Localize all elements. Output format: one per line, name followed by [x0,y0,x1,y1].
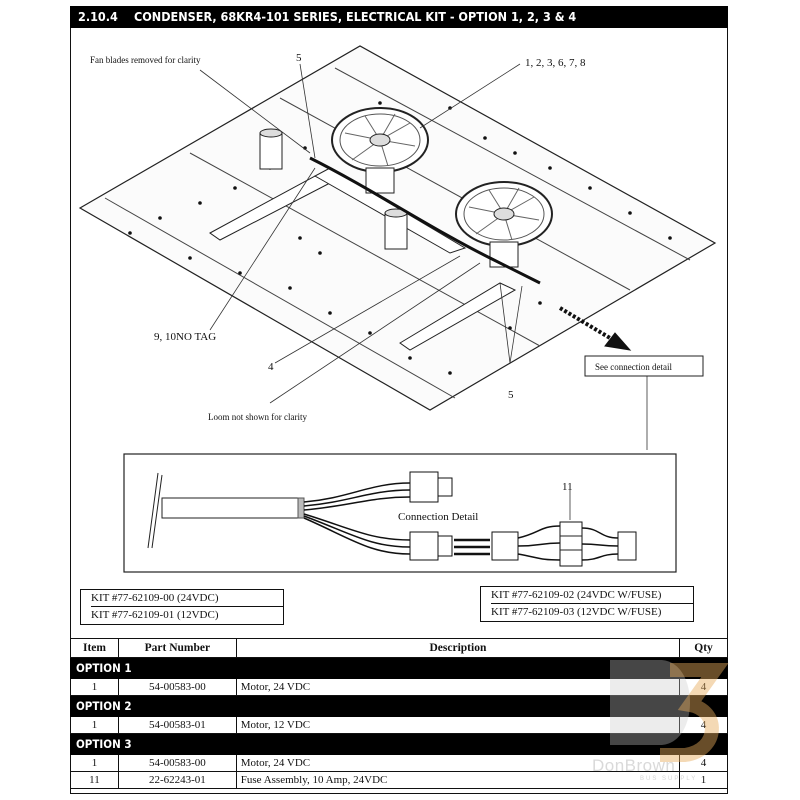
kit-12vdc-fuse: KIT #77-62109-03 (12VDC W/FUSE) [491,603,693,620]
fan-assembly-2 [455,181,553,268]
connector-wires [303,482,411,555]
section-title: CONDENSER, 68KR4-101 SERIES, ELECTRICAL … [134,9,577,24]
leader-lines [199,63,648,450]
exploded-diagram: Fan blades removed for clarity 5 1, 2, 3… [78,45,717,573]
callout-item-5-bottom: 5 [508,389,514,401]
cell-item: 1 [70,716,119,734]
col-header-qty: Qty [679,638,728,658]
cell-item: 1 [70,678,119,696]
see-connection-box [584,355,704,377]
table-row: 1 54-00583-01 Motor, 12 VDC 4 [70,716,728,734]
cell-qty: 4 [679,678,728,696]
cell-part-number: 54-00583-00 [117,678,237,696]
table-header-row: Item Part Number Description Qty [70,638,728,658]
option-header-row: OPTION 1 [70,657,728,679]
col-header-item: Item [70,638,119,658]
cell-description: Motor, 24 VDC [235,678,681,696]
table-row: 11 22-62243-01 Fuse Assembly, 10 Amp, 24… [70,771,728,789]
kit-12vdc: KIT #77-62109-01 (12VDC) [91,606,283,623]
callout-loom: Loom not shown for clarity [208,412,307,422]
motor-cylinders [259,128,408,250]
kit-24vdc: KIT #77-62109-00 (24VDC) [91,592,219,604]
callout-item-11: 11 [562,481,573,493]
section-number: 2.10.4 [78,9,118,24]
cell-part-number: 22-62243-01 [117,771,237,789]
callout-fan-blades: Fan blades removed for clarity [90,55,201,65]
connection-detail-box: Connection Detail 11 [123,453,677,573]
cell-qty: 4 [679,754,728,772]
connection-arrow-head [604,332,632,351]
cell-qty: 1 [679,771,728,789]
callout-item-5-top: 5 [296,52,302,64]
fuse-assembly [559,521,583,567]
cable-sheath [161,497,303,519]
callout-item-4: 4 [268,361,274,373]
kit-box-right: KIT #77-62109-02 (24VDC W/FUSE) KIT #77-… [480,586,694,622]
callout-items-9-10: 9, 10NO TAG [154,331,216,343]
option-header-row: OPTION 3 [70,733,728,755]
watermark-text: DonBrown [592,756,676,775]
section-header: 2.10.4 CONDENSER, 68KR4-101 SERIES, ELECT… [70,6,728,28]
kit-24vdc-fuse: KIT #77-62109-02 (24VDC W/FUSE) [491,589,662,601]
fan-assembly-1 [331,107,429,194]
col-header-part-number: Part Number [117,638,237,658]
option-header-row: OPTION 2 [70,695,728,717]
wire-harness [309,156,541,285]
plug-upper [409,471,439,503]
kit-box-left: KIT #77-62109-00 (24VDC) KIT #77-62109-0… [80,589,284,625]
cell-part-number: 54-00583-00 [117,754,237,772]
cell-description: Motor, 12 VDC [235,716,681,734]
cell-item: 1 [70,754,119,772]
connection-arrow-line [558,306,617,343]
connection-detail-title: Connection Detail [398,511,478,523]
watermark-subtext: BUS SUPPLY [640,776,698,782]
parts-table: Item Part Number Description Qty OPTION … [70,638,728,789]
mating-plug [491,531,519,561]
cell-item: 11 [70,771,119,789]
cell-qty: 4 [679,716,728,734]
table-row: 1 54-00583-00 Motor, 24 VDC 4 [70,678,728,696]
cell-description: Fuse Assembly, 10 Amp, 24VDC [235,771,681,789]
callout-items-top: 1, 2, 3, 6, 7, 8 [525,57,586,69]
callout-see-connection: See connection detail [595,362,672,372]
plug-lower [409,531,439,561]
col-header-description: Description [235,638,681,658]
cell-part-number: 54-00583-01 [117,716,237,734]
